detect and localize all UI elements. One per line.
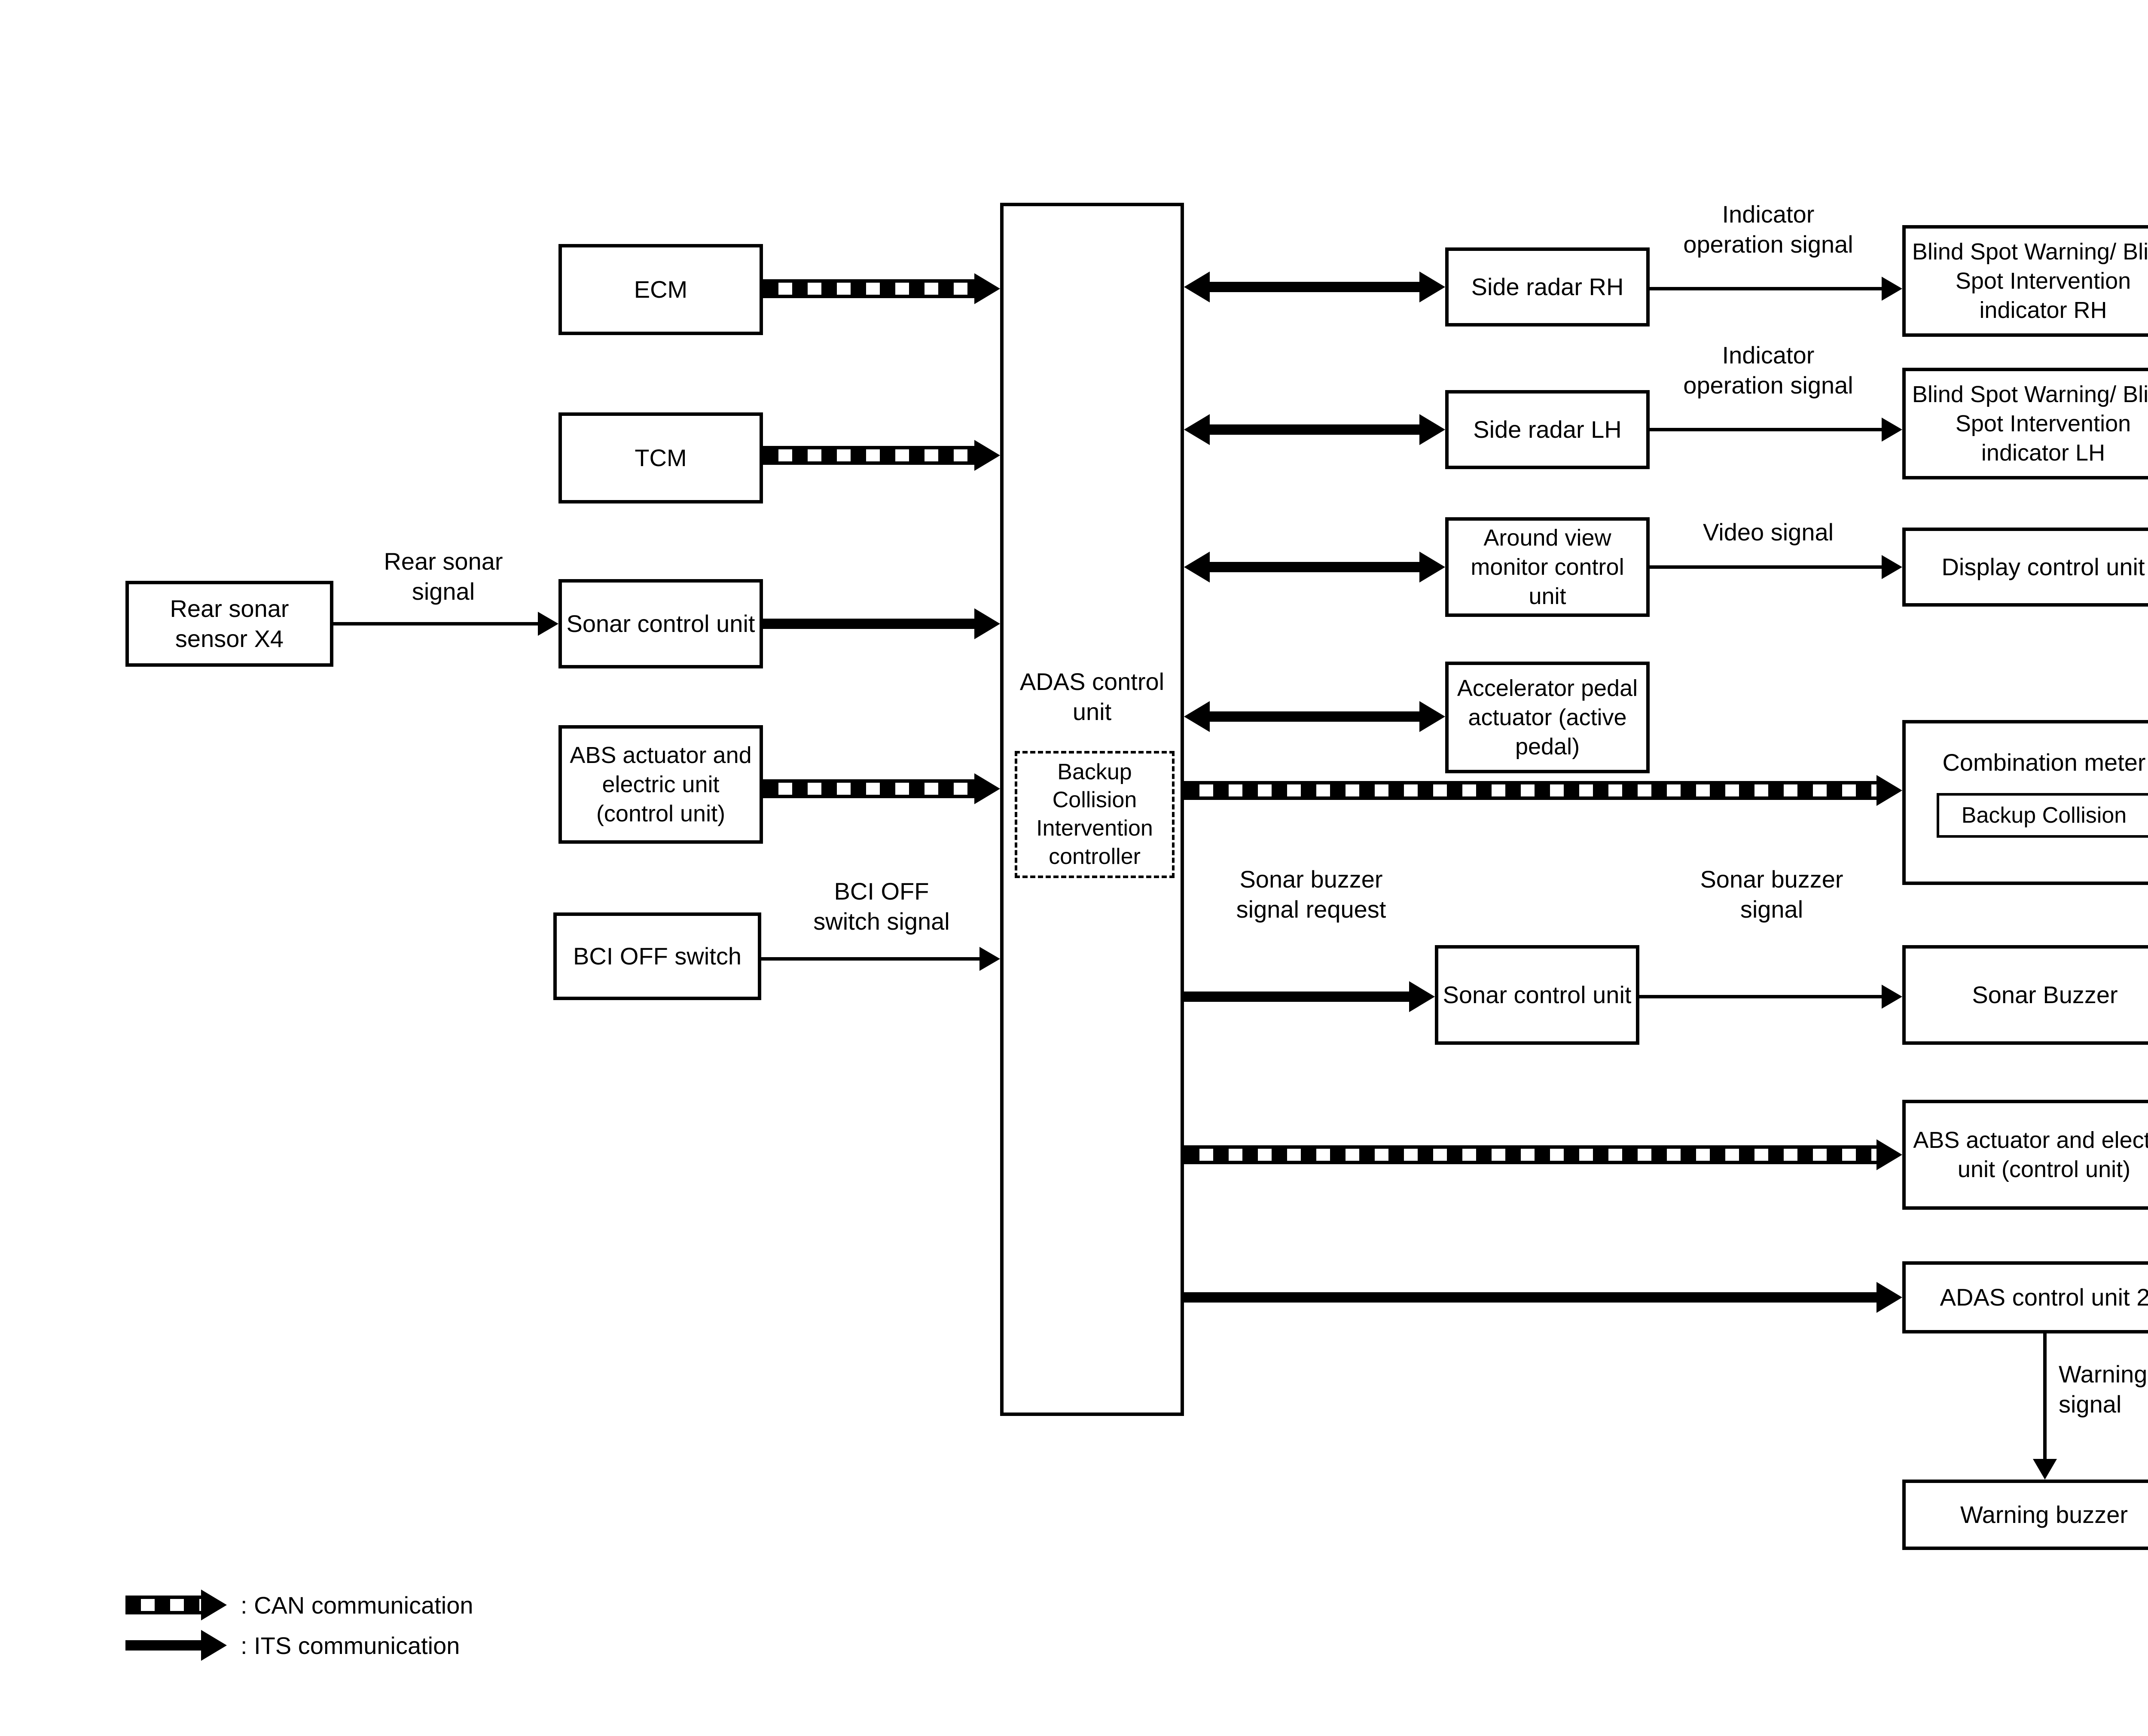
arrowhead-left-icon <box>1184 272 1210 302</box>
its-arrow-sonar-control-to-adas <box>763 619 974 629</box>
arrowhead-right-icon <box>1882 418 1902 442</box>
adas-control-unit-label: ADAS control unit <box>1019 668 1165 725</box>
node-bsw-indicator-lh: Blind Spot Warning/ Blind Spot Intervent… <box>1902 368 2148 479</box>
can-arrow-adas-to-abs-right <box>1184 1145 1876 1164</box>
its-arrow-adas-accel-pedal <box>1210 711 1419 722</box>
label-sonar-buzzer-signal-request: Sonar buzzer signal request <box>1236 866 1386 923</box>
arrowhead-left-icon <box>1184 701 1210 732</box>
legend-its-label: : ITS communication <box>241 1632 460 1659</box>
its-arrow-adas-side-radar-lh <box>1210 424 1419 435</box>
node-bci-off-switch: BCI OFF switch <box>553 912 761 1000</box>
node-warning-buzzer: Warning buzzer <box>1902 1480 2148 1550</box>
arrow-around-view-to-display <box>1650 565 1882 569</box>
arrowhead-left-icon <box>1184 552 1210 583</box>
combination-meter-label: Combination meter <box>1942 749 2146 776</box>
arrowhead-right-icon <box>1882 985 1902 1009</box>
arrowhead-right-icon <box>1419 552 1445 583</box>
node-tcm: TCM <box>558 412 763 503</box>
can-legend-arrow-icon <box>125 1596 201 1614</box>
arrowhead-right-icon <box>1876 775 1902 806</box>
node-ecm: ECM <box>558 244 763 335</box>
arrowhead-right-icon <box>538 612 558 636</box>
arrow-rear-sonar-to-sonar-control <box>333 622 538 625</box>
label-video-signal: Video signal <box>1703 519 1834 546</box>
label-rear-sonar-signal: Rear sonar signal <box>384 548 503 605</box>
its-arrow-adas-around-view <box>1210 562 1419 572</box>
arrowhead-right-icon <box>974 608 1000 639</box>
arrowhead-right-icon <box>1419 414 1445 445</box>
label-warning-buzzer-signal: Warning buzzer signal <box>2059 1361 2148 1418</box>
label-sonar-buzzer-signal: Sonar buzzer signal <box>1700 866 1843 923</box>
arrowhead-right-icon <box>1409 981 1435 1012</box>
arrowhead-right-icon <box>974 440 1000 471</box>
arrowhead-right-icon <box>974 773 1000 804</box>
arrowhead-right-icon <box>1882 277 1902 301</box>
can-arrow-ecm-to-adas <box>763 279 974 298</box>
node-bsw-indicator-rh: Blind Spot Warning/ Blind Spot Intervent… <box>1902 225 2148 337</box>
node-sonar-control-unit-left: Sonar control unit <box>558 579 763 668</box>
arrow-bci-switch-to-adas <box>761 957 979 961</box>
arrowhead-right-icon <box>1419 701 1445 732</box>
arrowhead-right-icon <box>1419 272 1445 302</box>
node-display-control-unit: Display control unit <box>1902 528 2148 607</box>
can-arrow-adas-to-combination-meter <box>1184 781 1876 800</box>
arrowhead-left-icon <box>1184 414 1210 445</box>
arrow-side-radar-lh-to-bsw-lh <box>1650 428 1882 431</box>
node-adas-control-unit-2: ADAS control unit 2 <box>1902 1261 2148 1333</box>
arrowhead-right-icon <box>1882 555 1902 579</box>
node-side-radar-rh: Side radar RH <box>1445 247 1650 326</box>
node-sonar-control-unit-right: Sonar control unit <box>1435 945 1639 1045</box>
can-arrow-tcm-to-adas <box>763 446 974 465</box>
node-around-view-monitor: Around view monitor control unit <box>1445 517 1650 617</box>
arrow-sonar-control-to-sonar-buzzer <box>1639 995 1882 998</box>
node-abs-actuator-left: ABS actuator and electric unit (control … <box>558 725 763 844</box>
its-arrow-adas-to-adas2 <box>1184 1292 1876 1303</box>
label-indicator-operation-signal-lh: Indicator operation signal <box>1683 342 1853 399</box>
arrowhead-right-icon <box>201 1590 227 1620</box>
node-side-radar-lh: Side radar LH <box>1445 390 1650 469</box>
its-arrow-adas-side-radar-rh <box>1210 282 1419 292</box>
arrowhead-down-icon <box>2033 1459 2057 1480</box>
arrowhead-right-icon <box>979 947 1000 971</box>
arrowhead-right-icon <box>201 1630 227 1661</box>
node-accelerator-pedal-actuator: Accelerator pedal actuator (active pedal… <box>1445 662 1650 773</box>
label-bci-off-switch-signal: BCI OFF switch signal <box>813 878 950 935</box>
node-adas-control-unit: ADAS control unit Backup Collision Inter… <box>1000 203 1184 1416</box>
label-indicator-operation-signal-rh: Indicator operation signal <box>1683 201 1853 258</box>
its-legend-arrow-icon <box>125 1640 201 1651</box>
node-backup-collision-intervention-controller: Backup Collision Intervention controller <box>1015 751 1175 878</box>
arrowhead-right-icon <box>1876 1282 1902 1313</box>
arrow-adas2-to-warning-buzzer <box>2043 1333 2047 1459</box>
arrowhead-right-icon <box>1876 1139 1902 1170</box>
node-abs-actuator-right: ABS actuator and electric unit (control … <box>1902 1100 2148 1210</box>
node-combination-meter: Combination meter Backup Collision <box>1902 720 2148 885</box>
arrow-side-radar-rh-to-bsw-rh <box>1650 287 1882 290</box>
arrowhead-right-icon <box>974 273 1000 304</box>
legend-can-label: : CAN communication <box>241 1592 473 1619</box>
its-arrow-adas-to-sonar-control-right <box>1184 992 1409 1002</box>
can-arrow-abs-to-adas <box>763 779 974 798</box>
node-rear-sonar-sensor: Rear sonar sensor X4 <box>125 581 333 667</box>
node-backup-collision: Backup Collision <box>1937 793 2148 838</box>
node-sonar-buzzer: Sonar Buzzer <box>1902 945 2148 1045</box>
